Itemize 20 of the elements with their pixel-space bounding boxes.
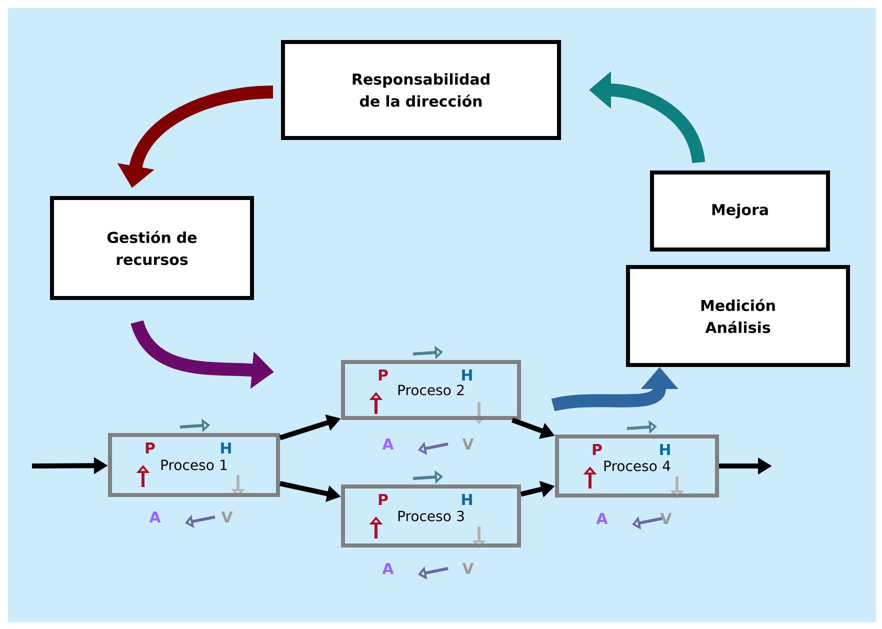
cycle-letter: V: [660, 513, 672, 524]
text-box: Medición Análisis: [626, 265, 850, 367]
text-box: Gestión de recursos: [50, 196, 254, 300]
cycle-letter: V: [462, 563, 474, 574]
cycle-letter: H: [462, 370, 472, 380]
cycle-letter: A: [596, 513, 608, 524]
cycle-letter: V: [462, 438, 474, 450]
cycle-letter: H: [462, 494, 472, 505]
cycle-letter: A: [382, 438, 394, 450]
text-box: Mejora: [650, 170, 830, 252]
text-box: Responsabilidad de la dirección: [281, 40, 561, 140]
cycle-letter: H: [660, 444, 670, 455]
cycle-letter: A: [382, 563, 394, 574]
cycle-letter: V: [221, 512, 233, 522]
cycle-letter: P: [592, 444, 602, 455]
cycle-letter: P: [146, 442, 155, 454]
cycle-letter: A: [149, 512, 161, 522]
cycle-letter: P: [378, 494, 388, 505]
cycle-letter: P: [378, 370, 388, 380]
cycle-letter: H: [221, 442, 231, 454]
